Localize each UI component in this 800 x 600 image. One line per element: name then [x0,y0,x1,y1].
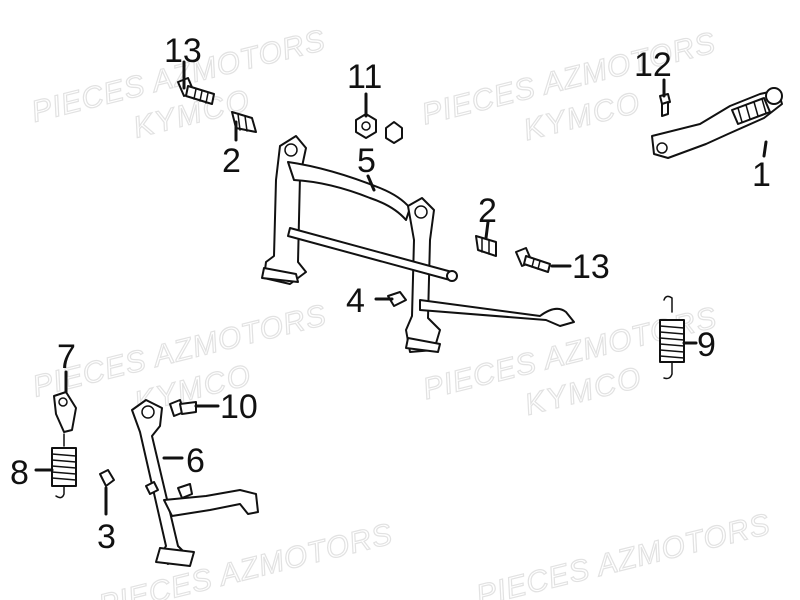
callout-5: 5 [357,142,376,180]
callout-2-right: 2 [478,192,497,230]
callout-6: 6 [186,442,205,480]
callout-7: 7 [57,338,76,376]
watermark-text-10: PIECES AZMOTORS [95,518,396,600]
collar-part-4 [387,291,407,307]
side-stand-part-6 [131,399,259,567]
bolt-part-12 [659,93,671,117]
nut-part-11 [355,113,403,144]
main-stand-part-5 [261,135,575,353]
leader-lines [34,60,768,516]
callout-labels: 13 2 11 5 2 13 4 12 1 9 7 8 10 3 6 [10,32,771,556]
plate-part-7 [53,391,77,433]
callout-12: 12 [634,46,672,84]
clip-part-3 [99,469,115,487]
leader-line-2-right [484,220,490,240]
callout-8: 8 [10,454,29,492]
bolt-part-13-right [515,247,551,273]
callout-10: 10 [220,388,258,426]
callout-3: 3 [97,518,116,556]
callout-11: 11 [347,58,382,96]
callout-13-right: 13 [572,248,610,286]
callout-13-top: 13 [164,32,202,70]
bolt-part-10 [169,399,197,417]
leader-line-1 [762,140,768,158]
spring-part-9 [659,295,685,380]
leader-line-5 [366,174,376,192]
callout-9: 9 [697,326,716,364]
clip-part-2-right [475,235,497,257]
kick-arm-part-1 [651,87,783,159]
callout-4: 4 [346,282,365,320]
watermark-text-9: PIECES AZMOTORS [473,508,774,600]
callout-1: 1 [752,156,771,194]
spring-part-8 [51,433,77,499]
callout-2-top: 2 [222,142,241,180]
